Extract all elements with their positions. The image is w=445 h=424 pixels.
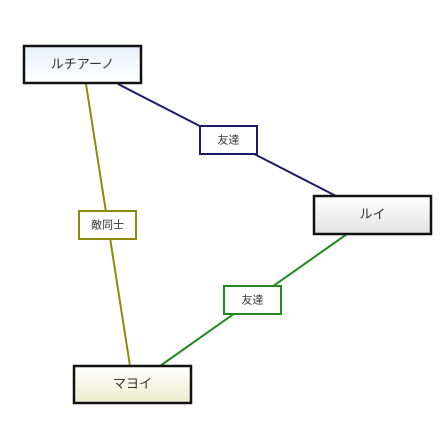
node-label: ルイ xyxy=(359,208,385,223)
edge-label-box xyxy=(223,285,282,315)
node-box xyxy=(22,44,143,85)
node-label: マヨイ xyxy=(113,377,152,392)
edge-label-text: 友達 xyxy=(242,293,264,307)
edge-label-box xyxy=(78,210,137,240)
node-mayoi[interactable]: マヨイ xyxy=(72,364,193,405)
node-box xyxy=(312,194,433,236)
edge-label-text: 敵同士 xyxy=(91,219,124,232)
edge-label-luchiano-mayoi[interactable]: 敵同士 xyxy=(78,210,137,240)
edge-label-luchiano-lui[interactable]: 友達 xyxy=(199,125,258,155)
edge-label-text: 友達 xyxy=(218,133,240,147)
edge-label-lui-mayoi[interactable]: 友達 xyxy=(223,285,282,315)
node-luchiano[interactable]: ルチアーノ xyxy=(22,44,143,85)
node-box xyxy=(72,364,193,405)
node-label: ルチアーノ xyxy=(51,58,114,73)
node-lui[interactable]: ルイ xyxy=(312,194,433,236)
edge-label-box xyxy=(199,125,258,155)
